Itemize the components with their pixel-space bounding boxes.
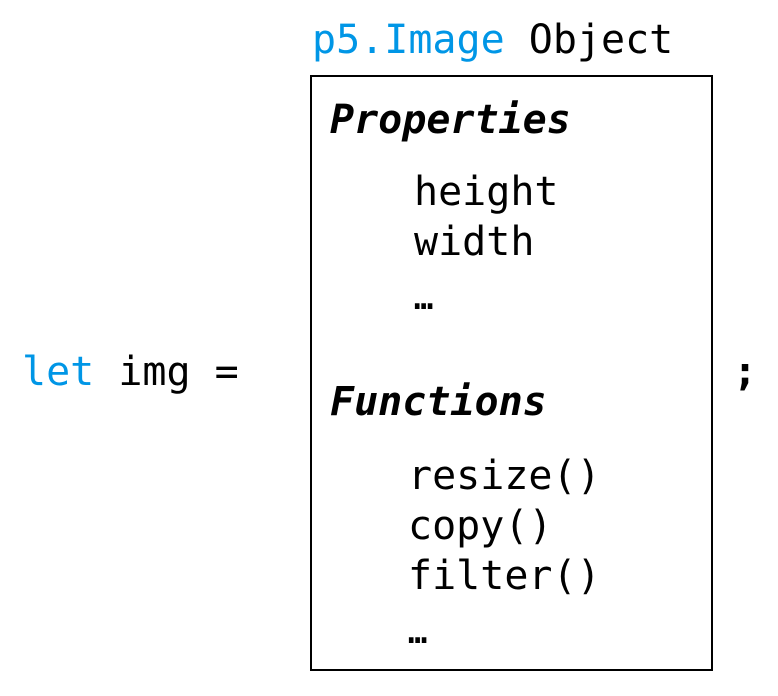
function-ellipsis: … (408, 613, 428, 651)
variable-declaration: let img = (22, 352, 239, 392)
property-ellipsis: … (414, 279, 434, 317)
property-item: width (414, 219, 535, 265)
function-item: filter() (408, 553, 601, 599)
object-box (310, 75, 713, 671)
object-heading: p5.Image Object (312, 20, 673, 60)
object-label: Object (504, 17, 674, 63)
class-name: p5.Image (312, 17, 505, 63)
semicolon: ; (733, 349, 758, 395)
functions-title: Functions (330, 379, 547, 425)
let-keyword: let (22, 349, 95, 395)
declaration-text: img = (94, 349, 239, 395)
function-item: resize() (408, 453, 601, 499)
function-item: copy() (408, 503, 553, 549)
properties-title: Properties (330, 97, 571, 143)
property-item: height (414, 169, 559, 215)
